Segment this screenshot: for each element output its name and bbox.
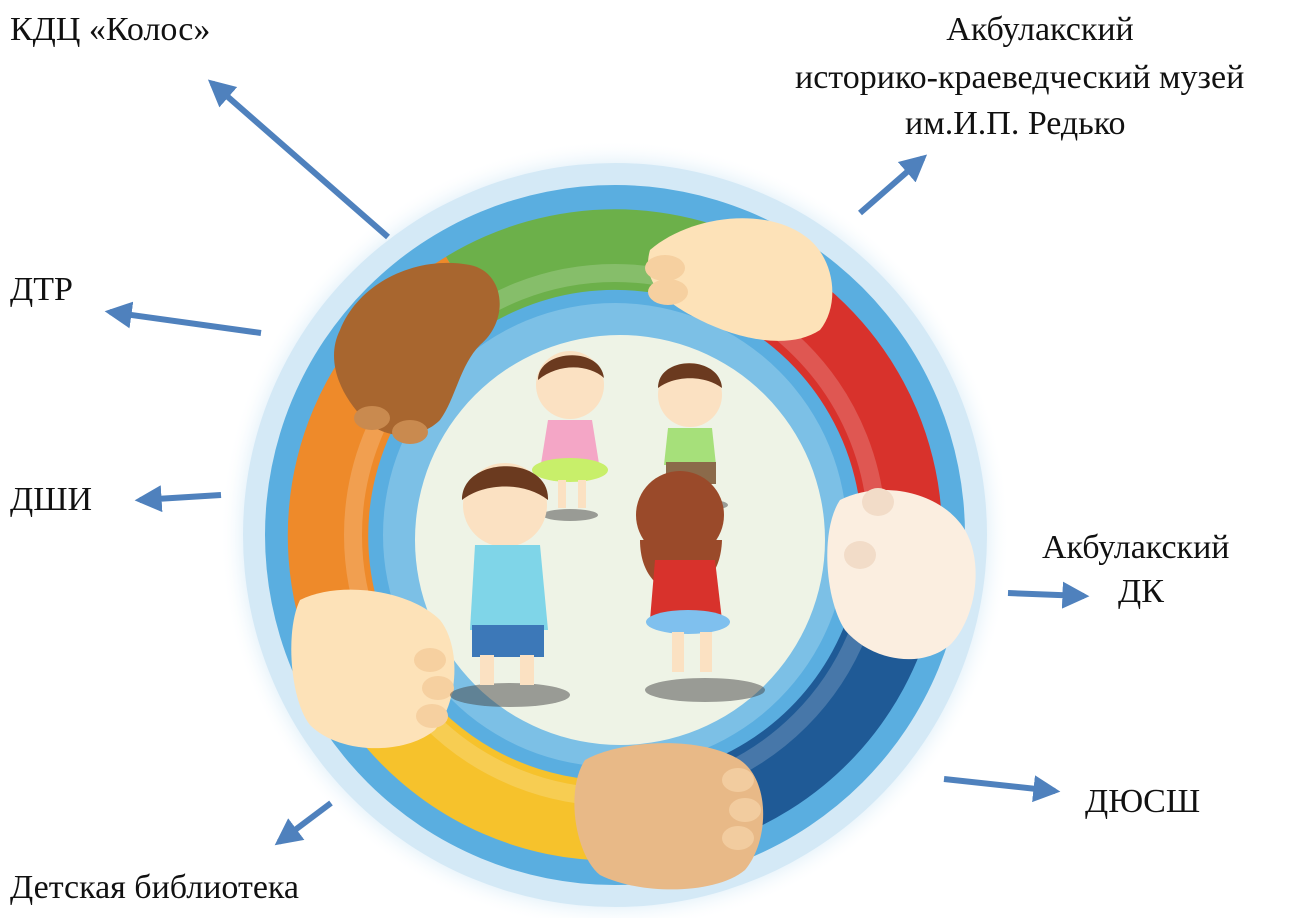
arrow-icon: [860, 158, 923, 213]
label-library: Детская библиотека: [10, 868, 299, 908]
label-dk-line2: ДК: [1118, 572, 1164, 612]
arrow-icon: [140, 495, 221, 500]
label-dtr: ДТР: [10, 270, 73, 310]
label-museum-line3: им.И.П. Редько: [905, 104, 1126, 144]
label-dshi: ДШИ: [10, 480, 92, 520]
label-museum-line1: Акбулакский: [800, 10, 1280, 50]
arrow-icon: [110, 312, 261, 333]
center-circle: [415, 335, 825, 745]
arrow-icon: [944, 779, 1055, 791]
arrow-icon: [1008, 593, 1084, 596]
hand-icon: [574, 743, 763, 889]
hand-icon: [291, 590, 454, 749]
label-museum-line2: историко-краеведческий музей: [795, 58, 1244, 98]
label-dyussh: ДЮСШ: [1085, 782, 1200, 822]
arrow-icon: [212, 83, 388, 237]
label-dk-line1: Акбулакский: [1042, 528, 1229, 568]
arrow-icon: [279, 803, 331, 842]
label-kolos: КДЦ «Колос»: [10, 10, 210, 50]
